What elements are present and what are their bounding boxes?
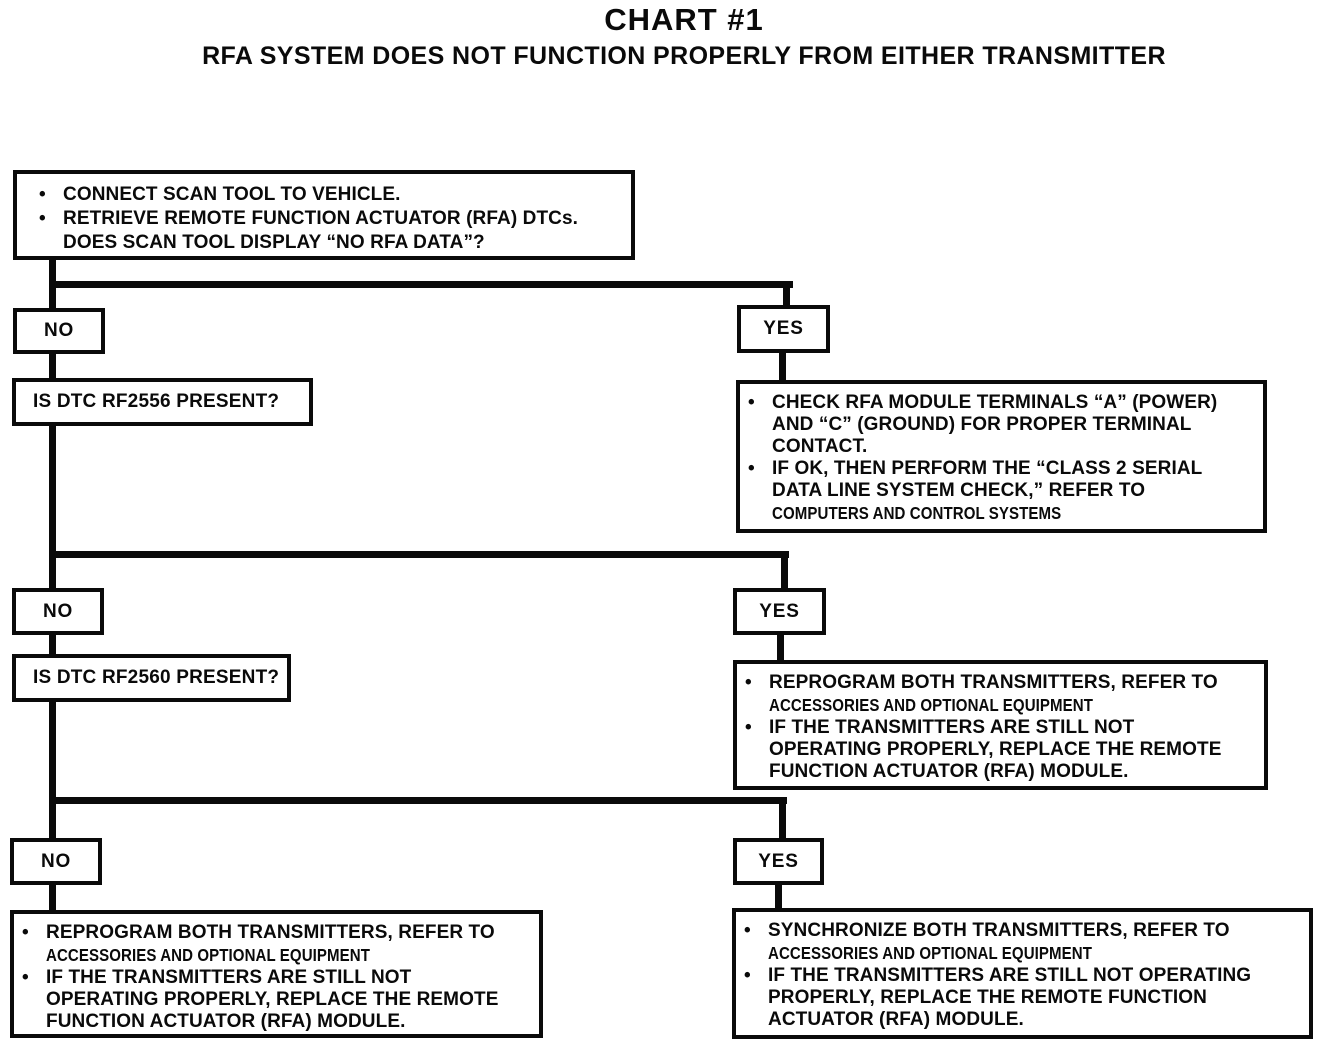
chart-number-title: CHART #1 (604, 2, 764, 37)
instruction-text: IF THE TRANSMITTERS ARE STILL NOT (46, 967, 412, 988)
bullet-item: • IF OK, THEN PERFORM THE “CLASS 2 SERIAL… (748, 458, 1257, 525)
bullet-text: IF THE TRANSMITTERS ARE STILL NOT OPERAT… (768, 965, 1303, 1031)
bullet-glyph: • (22, 922, 29, 943)
connector-yes3-to-action (775, 883, 782, 910)
instruction-text: DOES SCAN TOOL DISPLAY “NO RFA DATA”? (63, 232, 485, 253)
bullet-glyph: • (748, 392, 755, 413)
instruction-text: IF THE TRANSMITTERS ARE STILL NOT (769, 717, 1135, 738)
instruction-text: FUNCTION ACTUATOR (RFA) MODULE. (769, 761, 1129, 782)
manual-reference-text: COMPUTERS AND CONTROL SYSTEMS (772, 503, 1062, 523)
bullet-glyph: • (744, 920, 751, 941)
instruction-text: REPROGRAM BOTH TRANSMITTERS, REFER TO (46, 922, 495, 943)
bullet-text: CHECK RFA MODULE TERMINALS “A” (POWER)AN… (772, 392, 1257, 458)
yes-box-1: YES (737, 305, 830, 353)
manual-reference-text: ACCESSORIES AND OPTIONAL EQUIPMENT (768, 943, 1093, 963)
no-box-3: NO (10, 838, 102, 885)
instruction-text: OPERATING PROPERLY, REPLACE THE REMOTE (769, 739, 1222, 760)
instruction-text: AND “C” (GROUND) FOR PROPER TERMINAL (772, 414, 1192, 435)
instruction-text: SYNCHRONIZE BOTH TRANSMITTERS, REFER TO (768, 920, 1230, 941)
bullet-text: RETRIEVE REMOTE FUNCTION ACTUATOR (RFA) … (63, 207, 625, 255)
connector-yes2-to-action (777, 633, 784, 663)
instruction-text: DATA LINE SYSTEM CHECK,” REFER TO (772, 480, 1146, 501)
connector-branch2-to-yes (781, 551, 788, 590)
connector-branch3-horizontal (49, 797, 787, 804)
instruction-text: IF THE TRANSMITTERS ARE STILL NOT OPERAT… (768, 965, 1252, 986)
connector-branch2-to-no (49, 551, 56, 590)
connector-branch2-horizontal (49, 551, 789, 558)
instruction-text: IF OK, THEN PERFORM THE “CLASS 2 SERIAL (772, 458, 1203, 479)
connector-no3-to-action (49, 883, 56, 912)
chart-title-block: CHART #1 RFA SYSTEM DOES NOT FUNCTION PR… (40, 2, 1328, 71)
instruction-text: RETRIEVE REMOTE FUNCTION ACTUATOR (RFA) … (63, 208, 579, 229)
bullet-item: • CONNECT SCAN TOOL TO VEHICLE. (39, 183, 625, 207)
bullet-text: CONNECT SCAN TOOL TO VEHICLE. (63, 183, 625, 207)
yes-box-3: YES (733, 838, 824, 885)
bullet-glyph: • (39, 208, 46, 229)
connector-branch3-to-yes (779, 797, 786, 840)
bullet-item: • IF THE TRANSMITTERS ARE STILL NOT OPERA… (744, 965, 1303, 1031)
instruction-text: CHECK RFA MODULE TERMINALS “A” (POWER) (772, 392, 1218, 413)
bullet-item: • CHECK RFA MODULE TERMINALS “A” (POWER)A… (748, 392, 1257, 458)
question-rf2556-box: IS DTC RF2556 PRESENT? (12, 378, 313, 426)
connector-branch1-to-yes (783, 281, 790, 307)
instruction-text: ACTUATOR (RFA) MODULE. (768, 1009, 1024, 1030)
bullet-glyph: • (748, 458, 755, 479)
instruction-text: REPROGRAM BOTH TRANSMITTERS, REFER TO (769, 672, 1218, 693)
bullet-glyph: • (744, 965, 751, 986)
bullet-item: • RETRIEVE REMOTE FUNCTION ACTUATOR (RFA)… (39, 207, 625, 255)
connector-no1-to-q2556 (49, 351, 56, 380)
bullet-glyph: • (745, 717, 752, 738)
no-box-1: NO (13, 308, 105, 354)
connector-q2556-down (49, 424, 56, 556)
bullet-glyph: • (745, 672, 752, 693)
connector-start-down (49, 256, 56, 288)
yes3-action-box: • SYNCHRONIZE BOTH TRANSMITTERS, REFER TO… (732, 908, 1313, 1039)
instruction-text: OPERATING PROPERLY, REPLACE THE REMOTE (46, 989, 499, 1010)
yes-box-2: YES (733, 588, 826, 635)
no-box-2: NO (12, 588, 104, 635)
question-rf2560-box: IS DTC RF2560 PRESENT? (12, 654, 291, 702)
manual-reference-text: ACCESSORIES AND OPTIONAL EQUIPMENT (46, 945, 371, 965)
instruction-text: FUNCTION ACTUATOR (RFA) MODULE. (46, 1011, 406, 1032)
connector-branch3-to-no (49, 797, 56, 840)
start-box: • CONNECT SCAN TOOL TO VEHICLE. • RETRIEVE … (13, 170, 635, 260)
connector-branch1-to-no (49, 281, 56, 310)
bullet-glyph: • (22, 967, 29, 988)
connector-no2-to-q2560 (49, 633, 56, 656)
connector-q2560-down (49, 700, 56, 802)
instruction-text: PROPERLY, REPLACE THE REMOTE FUNCTION (768, 987, 1207, 1008)
chart-subtitle: RFA SYSTEM DOES NOT FUNCTION PROPERLY FR… (202, 42, 1166, 70)
instruction-text: CONNECT SCAN TOOL TO VEHICLE. (63, 184, 401, 205)
bullet-item: • SYNCHRONIZE BOTH TRANSMITTERS, REFER TO… (744, 920, 1303, 965)
instruction-text: CONTACT. (772, 436, 868, 457)
yes1-action-box: • CHECK RFA MODULE TERMINALS “A” (POWER)A… (736, 380, 1267, 533)
connector-yes1-to-action (779, 350, 786, 382)
manual-reference-text: ACCESSORIES AND OPTIONAL EQUIPMENT (769, 695, 1094, 715)
connector-branch1-horizontal (49, 281, 793, 288)
bullet-glyph: • (39, 184, 46, 205)
